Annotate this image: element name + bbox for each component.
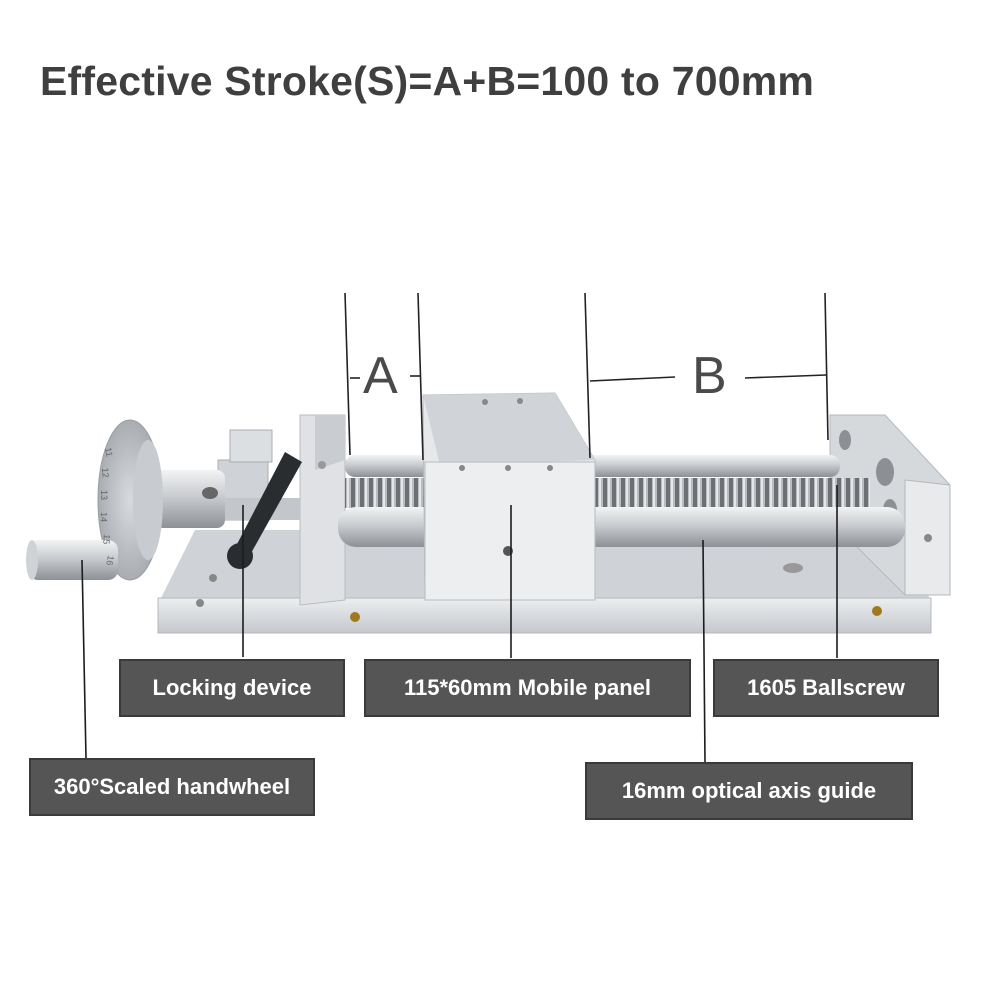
scale-mark: 15 bbox=[101, 534, 112, 545]
scale-mark: 12 bbox=[100, 467, 111, 478]
left-end-block bbox=[299, 414, 346, 606]
scale-mark: 13 bbox=[99, 490, 109, 500]
ballscrew-label: 1605 Ballscrew bbox=[713, 659, 939, 717]
handwheel-label: 360°Scaled handwheel bbox=[29, 758, 315, 816]
scale-mark: 11 bbox=[103, 447, 114, 458]
dimension-a-label: A bbox=[363, 347, 398, 405]
leader-lines bbox=[81, 485, 838, 763]
mobile-panel-carriage bbox=[422, 392, 596, 601]
locking-device-label: Locking device bbox=[119, 659, 345, 717]
scale-mark: 14 bbox=[99, 512, 109, 522]
handwheel-scale-ticks: 11 12 13 14 15 16 bbox=[99, 447, 116, 567]
scale-mark: 16 bbox=[104, 555, 116, 567]
right-end-block bbox=[829, 414, 951, 596]
dimension-lines bbox=[344, 292, 829, 461]
mobile-panel-label: 115*60mm Mobile panel bbox=[364, 659, 691, 717]
dimension-b-label: B bbox=[692, 347, 727, 405]
guide-rod-lower bbox=[338, 507, 905, 547]
handwheel bbox=[26, 419, 163, 581]
page-title: Effective Stroke(S)=A+B=100 to 700mm bbox=[40, 58, 815, 104]
guide-label: 16mm optical axis guide bbox=[585, 762, 913, 820]
coupling bbox=[155, 470, 225, 528]
